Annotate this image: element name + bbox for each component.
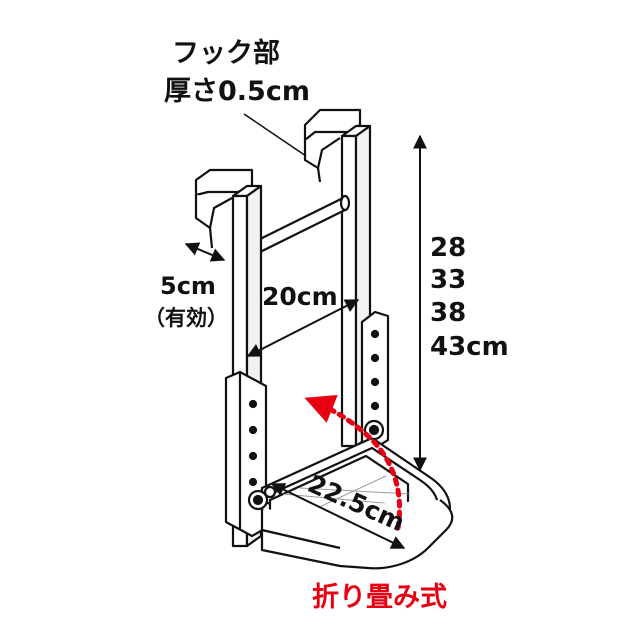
- hook-label-line1: フック部: [172, 37, 280, 69]
- height-label-1: 28: [430, 233, 466, 263]
- fold-label: 折り畳み式: [312, 582, 447, 613]
- fold-arrow-icon: [304, 394, 403, 531]
- hook-width-label: 5cm: [160, 272, 216, 300]
- rear-hook: [303, 108, 362, 183]
- hook-width-arrow: [184, 242, 226, 262]
- hook-label-line2: 厚さ0.5cm: [164, 76, 310, 107]
- height-label-4: 43cm: [430, 332, 509, 362]
- step-depth-arrow: [270, 483, 406, 549]
- front-bracket: [224, 370, 268, 538]
- inner-width-label: 20cm: [262, 282, 338, 311]
- dimension-lines: [184, 134, 427, 549]
- height-label-3: 38: [430, 298, 466, 328]
- pivot-bolts: [247, 419, 385, 511]
- front-hook: [194, 168, 254, 249]
- height-label-2: 33: [430, 265, 466, 295]
- hook-width-note: （有効）: [144, 306, 228, 330]
- hook-pointer-line: [243, 113, 307, 157]
- inner-width-arrow: [246, 299, 360, 357]
- cross-bar: [250, 194, 351, 258]
- rear-bracket: [360, 310, 390, 450]
